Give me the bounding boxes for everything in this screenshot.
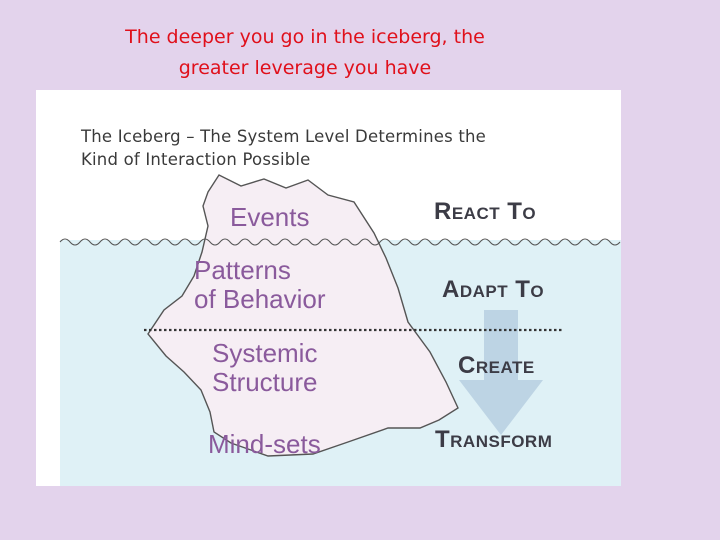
layer-systemic-structure: Systemic Structure	[212, 338, 318, 397]
downward-arrow	[459, 310, 543, 435]
action-adapt-to: Adapt To	[442, 276, 545, 303]
iceberg-illustration	[59, 174, 621, 486]
layer-mind-sets: Mind-sets	[208, 429, 321, 459]
iceberg-diagram-panel: The Iceberg – The System Level Determine…	[36, 90, 621, 486]
layer-patterns-of-behavior: Patterns of Behavior	[194, 255, 326, 314]
layer-events: Events	[230, 202, 310, 232]
action-transform: Transform	[435, 426, 553, 453]
action-create: Create	[458, 352, 535, 379]
action-react-to: React To	[434, 198, 537, 225]
waterline	[59, 238, 621, 246]
iceberg-shape	[147, 174, 459, 457]
slide-title: The deeper you go in the iceberg, the gr…	[0, 22, 610, 84]
diagram-title-line-1: The Iceberg – The System Level Determine…	[81, 127, 487, 146]
slide-title-line-1: The deeper you go in the iceberg, the	[125, 26, 485, 48]
slide-title-line-2: greater leverage you have	[178, 57, 432, 79]
diagram-title-line-2: Kind of Interaction Possible	[81, 150, 311, 169]
diagram-title: The Iceberg – The System Level Determine…	[81, 125, 486, 171]
